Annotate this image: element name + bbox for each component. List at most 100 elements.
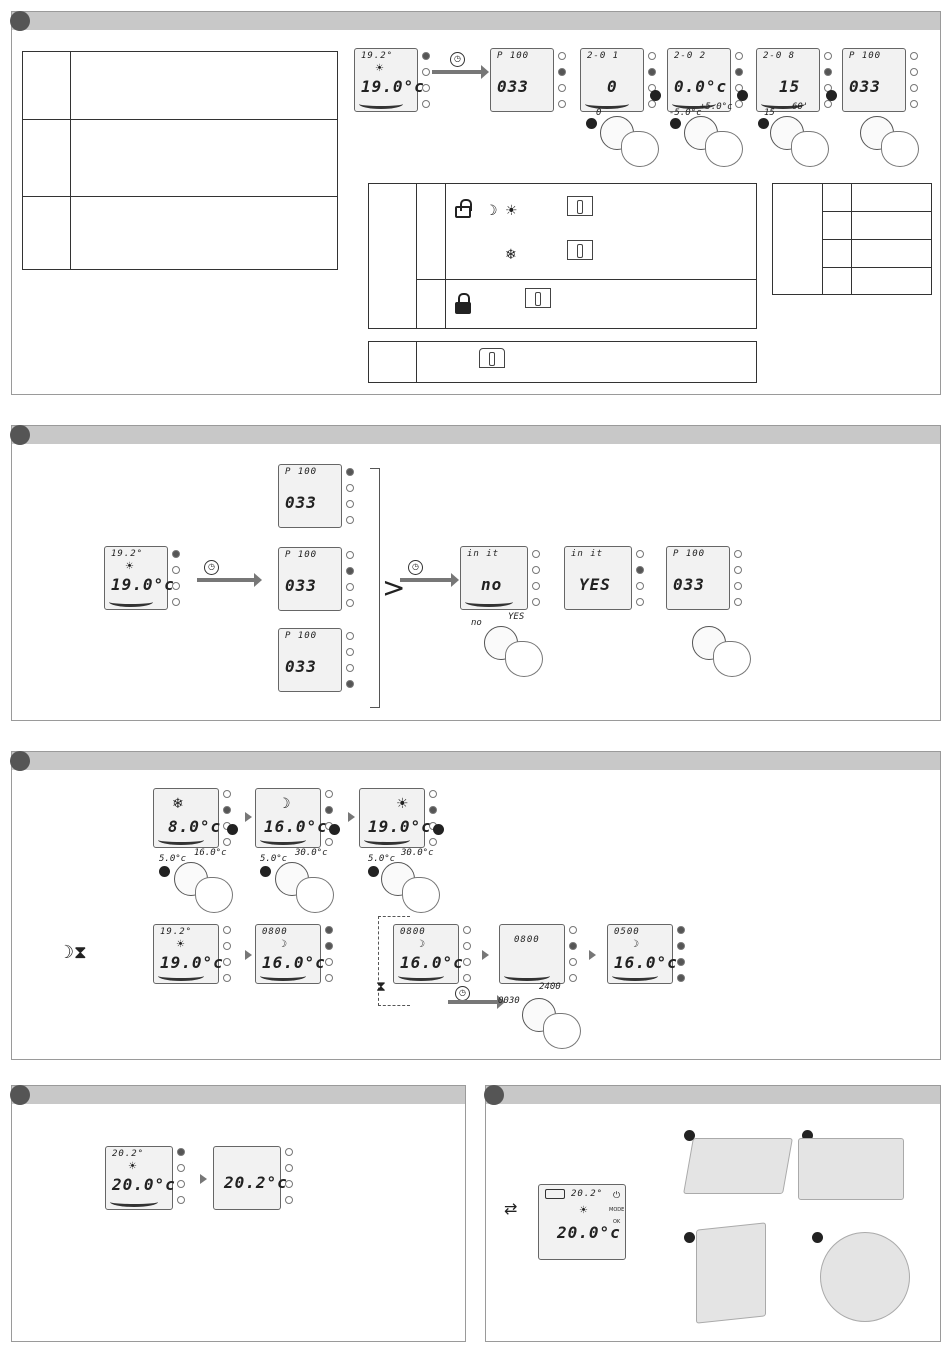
lcd-buttons[interactable] bbox=[463, 926, 473, 990]
moon-icon: ☽ bbox=[278, 796, 291, 812]
lcd-display: 19.2° ☀ 19.0°c bbox=[354, 48, 424, 112]
lcd-buttons[interactable] bbox=[172, 550, 182, 614]
step-dot bbox=[684, 1232, 695, 1243]
step-dot bbox=[260, 866, 271, 877]
rotary-knob[interactable] bbox=[174, 862, 233, 913]
lcd-display: 0500 ☽ 16.0°c bbox=[607, 924, 677, 984]
section-4: 20.2° ☀ 20.0°c 20.2°c bbox=[10, 1085, 466, 1342]
section-marker bbox=[10, 751, 30, 771]
lcd-buttons[interactable] bbox=[532, 550, 542, 614]
clock-icon: ◷ bbox=[455, 986, 470, 1001]
lock-icon bbox=[455, 293, 471, 314]
lcd-display: ☽ 16.0°c bbox=[255, 788, 327, 848]
flow-arrow bbox=[400, 573, 459, 587]
lcd-buttons[interactable] bbox=[346, 468, 356, 532]
flow-arrow bbox=[448, 995, 505, 1009]
moon-icon: ☽ bbox=[416, 939, 425, 950]
lcd-buttons[interactable] bbox=[223, 926, 233, 990]
section-marker bbox=[10, 1085, 30, 1105]
house-thermometer-icon bbox=[479, 348, 505, 368]
lcd-buttons[interactable] bbox=[223, 790, 233, 854]
lcd-buttons[interactable] bbox=[325, 790, 335, 854]
lcd-display: 0800 ☽ 16.0°c bbox=[255, 924, 325, 984]
clock-icon: ◷ bbox=[204, 560, 219, 575]
rotary-knob[interactable] bbox=[860, 116, 919, 167]
rotary-knob[interactable] bbox=[600, 116, 659, 167]
rotary-knob[interactable] bbox=[484, 626, 543, 677]
flow-arrow bbox=[348, 812, 355, 822]
section-bar bbox=[12, 426, 940, 444]
rotary-knob[interactable] bbox=[684, 116, 743, 167]
step-dot bbox=[812, 1232, 823, 1243]
battery-insert-illustration bbox=[798, 1138, 904, 1200]
thermometer-icon bbox=[567, 196, 593, 216]
section-3: ❄ 8.0°c ☽ 16.0°c ☀ 19.0°c 5.0°c 16.0°c 5… bbox=[10, 751, 941, 1060]
flow-arrow bbox=[245, 812, 252, 822]
lcd-buttons[interactable] bbox=[177, 1148, 187, 1212]
sun-icon: ☀ bbox=[128, 1161, 137, 1172]
rotary-knob[interactable] bbox=[692, 626, 751, 677]
greater-than-icon: > bbox=[382, 571, 406, 604]
step-dot bbox=[227, 824, 238, 835]
step-dot bbox=[368, 866, 379, 877]
thermometer-icon bbox=[525, 288, 551, 308]
lcd-display: 19.2° ☀ 19.0°c bbox=[104, 546, 174, 610]
lcd-display: 2-0 1 0 bbox=[580, 48, 644, 112]
lcd-buttons[interactable] bbox=[285, 1148, 295, 1212]
lcd-buttons[interactable] bbox=[636, 550, 646, 614]
section-1: 19.2° ☀ 19.0°c ◷ P 100 033 2-0 1 0 2-0 2… bbox=[10, 11, 941, 395]
device-back-illustration bbox=[696, 1222, 766, 1324]
lcd-display: P 100 033 bbox=[490, 48, 554, 112]
section-5: ⇄ 20.2° ☀ 20.0°c ⏻ MODE OK bbox=[484, 1085, 941, 1342]
step-dot bbox=[758, 118, 769, 129]
lcd-buttons[interactable] bbox=[346, 551, 356, 615]
optional-step-box bbox=[378, 916, 410, 1006]
clock-icon: ◷ bbox=[450, 52, 465, 67]
step-dot bbox=[329, 824, 340, 835]
lcd-buttons[interactable] bbox=[734, 550, 744, 614]
lcd-buttons[interactable] bbox=[677, 926, 687, 990]
flow-arrow bbox=[432, 65, 489, 79]
lcd-buttons[interactable] bbox=[325, 926, 335, 990]
lcd-display: P 100 033 bbox=[666, 546, 730, 610]
lcd-display: 20.2° ☀ 20.0°c bbox=[105, 1146, 175, 1210]
moon-icon: ☽ bbox=[630, 939, 639, 950]
lcd-buttons[interactable] bbox=[569, 926, 579, 990]
step-dot bbox=[670, 118, 681, 129]
section-bar bbox=[12, 12, 940, 30]
hourglass-icon: ⧗ bbox=[74, 942, 87, 963]
sun-icon: ☀ bbox=[176, 939, 185, 950]
lcd-display: 2-0 8 15 bbox=[756, 48, 820, 112]
lcd-buttons[interactable] bbox=[429, 790, 439, 854]
info-table-right bbox=[772, 183, 932, 295]
flow-arrow bbox=[200, 1174, 207, 1184]
lcd-buttons[interactable] bbox=[558, 52, 568, 116]
lcd-display: 19.2° ☀ 19.0°c bbox=[153, 924, 223, 984]
rotary-knob[interactable] bbox=[522, 998, 581, 1049]
lcd-buttons[interactable] bbox=[824, 52, 834, 116]
lcd-display: P 100 033 bbox=[278, 628, 342, 692]
sun-icon: ☀ bbox=[125, 561, 134, 572]
info-table-left bbox=[22, 51, 338, 270]
lcd-display: 2-0 2 0.0°c bbox=[667, 48, 731, 112]
lcd-buttons[interactable] bbox=[422, 52, 432, 116]
device-open-illustration bbox=[683, 1138, 793, 1194]
clock-icon: ◷ bbox=[408, 560, 423, 575]
rotary-knob[interactable] bbox=[275, 862, 334, 913]
step-dot bbox=[433, 824, 444, 835]
lcd-display: 0800 bbox=[499, 924, 565, 984]
flow-arrow bbox=[589, 950, 596, 960]
lcd-buttons[interactable] bbox=[735, 52, 745, 116]
lcd-buttons[interactable] bbox=[910, 52, 920, 116]
unlock-icon bbox=[455, 199, 472, 218]
rotary-knob[interactable] bbox=[381, 862, 440, 913]
snowflake-icon: ❄ bbox=[172, 796, 184, 812]
lcd-display: 20.2°c bbox=[213, 1146, 287, 1210]
step-dot bbox=[684, 1130, 695, 1141]
sun-icon: ☀ bbox=[505, 203, 518, 219]
lcd-buttons[interactable] bbox=[346, 632, 356, 696]
lcd-display: in it YES bbox=[564, 546, 632, 610]
rotary-knob[interactable] bbox=[770, 116, 829, 167]
lcd-display: ☀ 19.0°c bbox=[359, 788, 431, 848]
lcd-buttons[interactable] bbox=[648, 52, 658, 116]
